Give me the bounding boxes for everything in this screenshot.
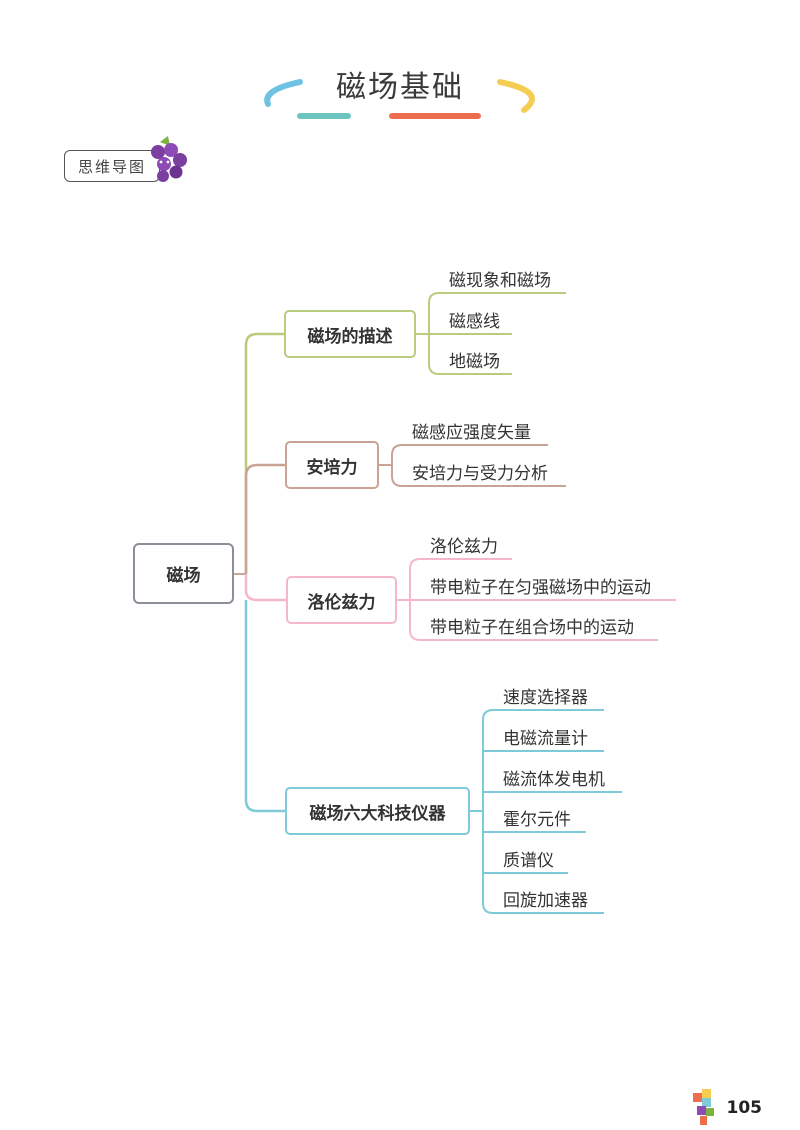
- branch-node-instruments: 磁场六大科技仪器: [285, 787, 470, 835]
- connector-children-4: [470, 709, 622, 914]
- leaf-item: 电磁流量计: [503, 729, 588, 749]
- branch-node-ampere-force: 安培力: [285, 441, 379, 489]
- branch-node-lorentz-force: 洛伦兹力: [286, 576, 397, 624]
- branch-node-description: 磁场的描述: [284, 310, 416, 358]
- root-label: 磁场: [166, 566, 201, 586]
- leaf-item: 质谱仪: [503, 851, 554, 871]
- leaf-item: 洛伦兹力: [430, 537, 498, 557]
- page-title: 磁场基础: [336, 70, 464, 105]
- mindmap-badge: 思维导图: [64, 150, 160, 182]
- leaf-item: 磁现象和磁场: [449, 271, 551, 291]
- grape-icon: [151, 136, 187, 182]
- title-swoosh-blue: [264, 79, 303, 107]
- leaf-item: 回旋加速器: [503, 891, 588, 911]
- branch-label: 磁场的描述: [307, 326, 393, 347]
- connector-branch-2: [244, 463, 285, 574]
- connector-children-3: [397, 558, 676, 641]
- leaf-item: 带电粒子在匀强磁场中的运动: [430, 578, 651, 598]
- leaf-item: 带电粒子在组合场中的运动: [430, 618, 634, 638]
- connector-children-1: [416, 292, 566, 375]
- root-node: 磁场: [133, 543, 234, 604]
- connector-branch-4: [244, 600, 285, 813]
- connector-children-2: [379, 444, 566, 487]
- leaf-item: 地磁场: [449, 352, 500, 372]
- branch-label: 洛伦兹力: [307, 592, 376, 613]
- leaf-item: 安培力与受力分析: [412, 464, 548, 484]
- leaf-item: 磁流体发电机: [503, 770, 605, 790]
- title-decoration: [264, 79, 535, 119]
- leaf-item: 霍尔元件: [503, 810, 571, 830]
- leaf-item: 速度选择器: [503, 688, 588, 708]
- connector-branch-3: [244, 574, 286, 602]
- leaf-item: 磁感应强度矢量: [412, 423, 531, 443]
- connector-branch-1: [244, 332, 284, 574]
- branch-label: 磁场六大科技仪器: [309, 803, 446, 824]
- leaf-item: 磁感线: [449, 312, 500, 332]
- branch-label: 安培力: [306, 457, 358, 478]
- title-swoosh-yellow: [497, 79, 535, 113]
- page-number: 105: [726, 1098, 763, 1118]
